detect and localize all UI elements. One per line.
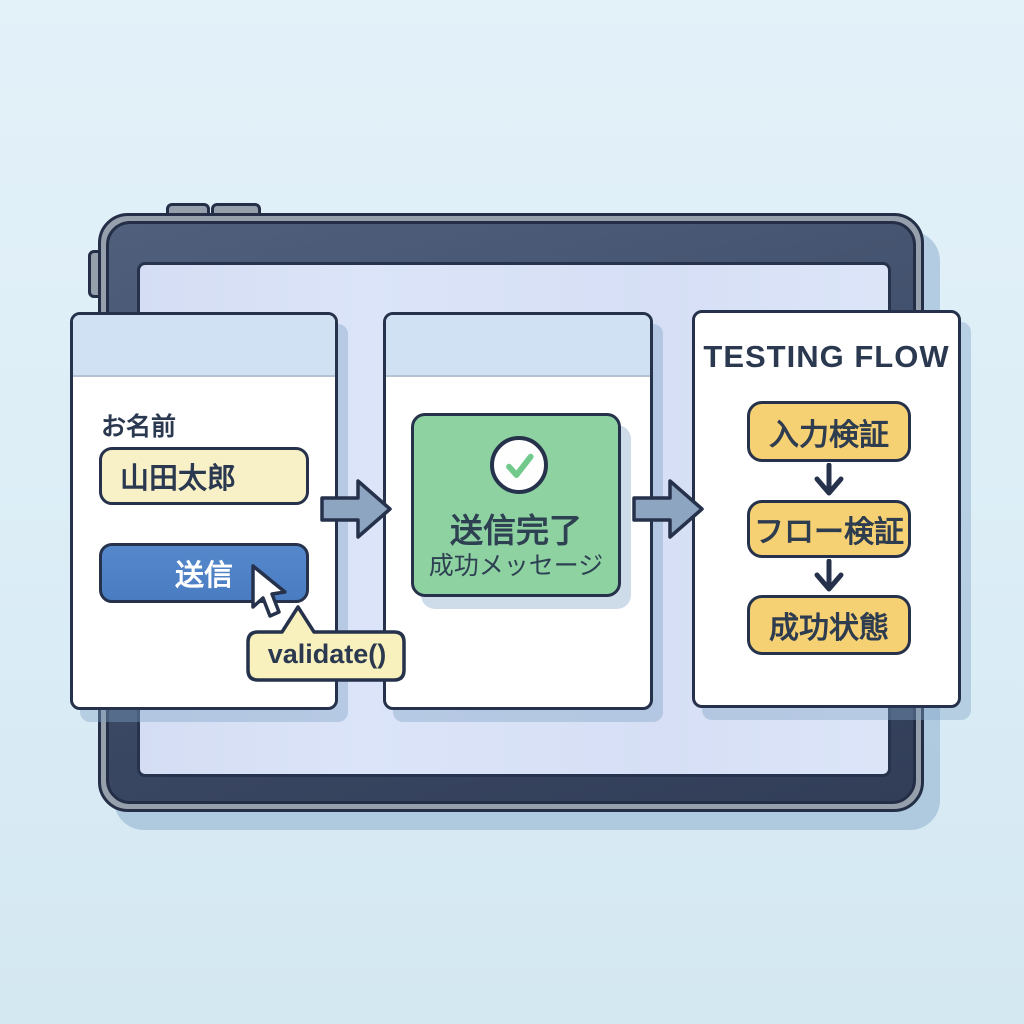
form-panel-header-band	[73, 315, 335, 377]
arrow-right-icon	[632, 479, 704, 539]
flow-step-success-state: 成功状態	[747, 595, 911, 655]
arrow-right-icon	[320, 479, 392, 539]
testing-flow-panel: TESTING FLOW 入力検証 フロー検証 成功状態	[692, 310, 961, 708]
name-input-value: 山田太郎	[120, 463, 237, 495]
callout-label: validate()	[267, 638, 387, 669]
submit-button-label: 送信	[174, 560, 233, 592]
testing-flow-title: TESTING FLOW	[703, 339, 950, 374]
arrow-down-icon	[814, 559, 844, 592]
success-message-box: 送信完了 成功メッセージ	[411, 413, 621, 597]
flow-step-flow-validation: フロー検証	[747, 500, 911, 558]
success-panel-header-band	[386, 315, 650, 377]
check-circle-icon	[490, 436, 548, 494]
name-input[interactable]: 山田太郎	[99, 447, 309, 505]
name-field-label: お名前	[101, 413, 177, 441]
success-panel: 送信完了 成功メッセージ	[383, 312, 653, 710]
callout-bubble	[246, 605, 406, 682]
flow-step-input-validation: 入力検証	[747, 401, 911, 462]
arrow-down-icon	[814, 463, 844, 496]
success-heading: 送信完了	[450, 512, 582, 549]
cursor-icon	[251, 564, 287, 618]
checkmark-icon	[506, 453, 534, 478]
success-subheading: 成功メッセージ	[428, 552, 604, 580]
